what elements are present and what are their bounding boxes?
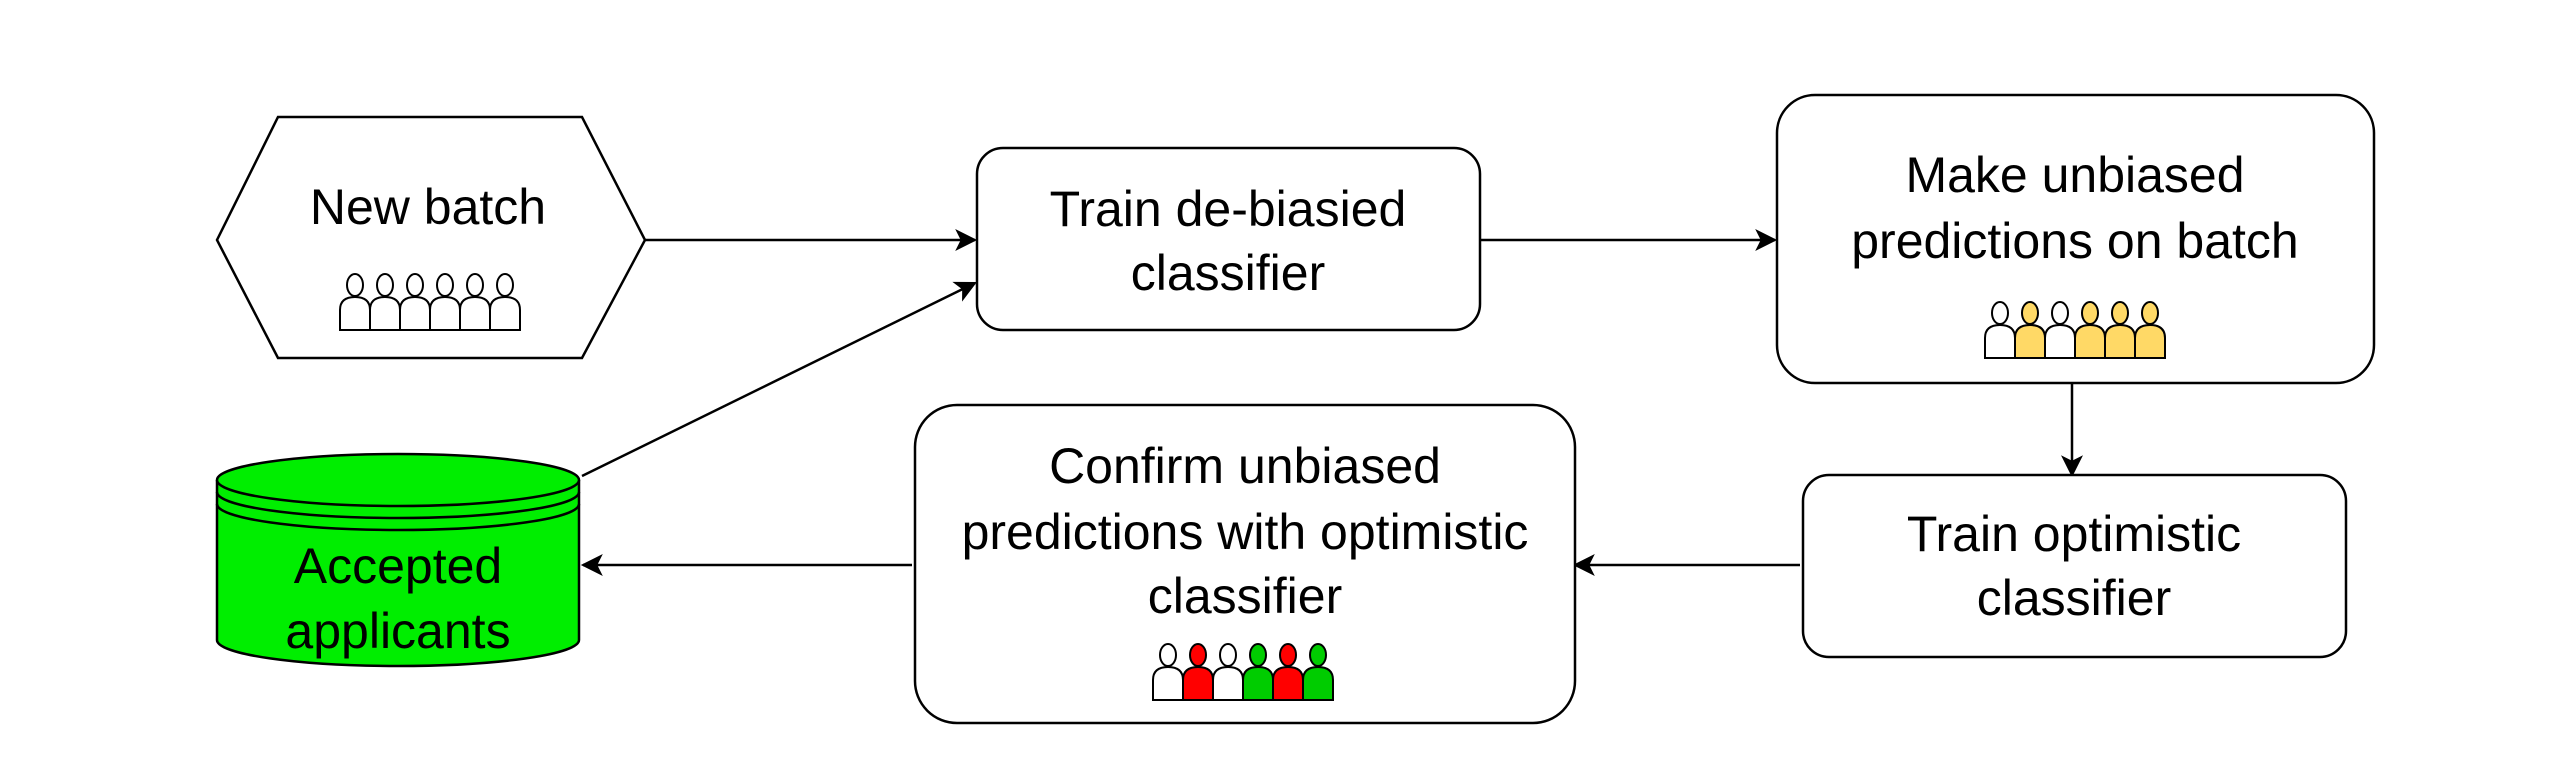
new-batch-people-icon	[339, 273, 521, 331]
node-new-batch: New batch	[215, 115, 647, 360]
train-optimistic-label-line1: Train optimistic	[1907, 506, 2241, 562]
accepted-applicants-ring-1	[215, 491, 581, 520]
confirm-predictions-label-line2: predictions with optimistic	[962, 504, 1529, 560]
person-icon	[1212, 643, 1244, 701]
person-icon	[459, 273, 491, 331]
person-icon	[1302, 643, 1334, 701]
person-icon	[2074, 301, 2106, 359]
confirm-predictions-label-line1: Confirm unbiased	[1049, 438, 1441, 494]
confirm-predictions-people-icon	[1152, 643, 1334, 701]
make-predictions-people-icon	[1984, 301, 2166, 359]
person-icon	[1152, 643, 1184, 701]
make-predictions-label-line1: Make unbiased	[1905, 147, 2244, 203]
person-icon	[2104, 301, 2136, 359]
new-batch-label: New batch	[310, 179, 546, 235]
train-debiased-label-line1: Train de-biasied	[1050, 181, 1407, 237]
train-debiased-box	[975, 146, 1482, 332]
make-predictions-box	[1775, 93, 2376, 385]
person-icon	[429, 273, 461, 331]
person-icon	[489, 273, 521, 331]
accepted-applicants-ring-2	[215, 503, 581, 532]
person-icon	[1984, 301, 2016, 359]
node-accepted-applicants: Accepted applicants	[215, 452, 581, 668]
person-icon	[369, 273, 401, 331]
node-make-unbiased-predictions: Make unbiased predictions on batch	[1775, 93, 2376, 385]
person-icon	[2134, 301, 2166, 359]
edge-accepted-to-train-debiased	[581, 281, 977, 478]
node-train-debiased-classifier: Train de-biasied classifier	[975, 146, 1482, 332]
node-confirm-unbiased-predictions: Confirm unbiased predictions with optimi…	[913, 403, 1577, 725]
accepted-applicants-label-line1: Accepted	[294, 538, 502, 594]
confirm-predictions-label-line3: classifier	[1148, 568, 1342, 624]
make-predictions-label-line2: predictions on batch	[1851, 213, 2299, 269]
accepted-applicants-cylinder-top	[215, 452, 581, 508]
train-optimistic-label-line2: classifier	[1977, 570, 2171, 626]
person-icon	[1272, 643, 1304, 701]
new-batch-hexagon	[215, 115, 647, 360]
node-train-optimistic-classifier: Train optimistic classifier	[1801, 473, 2348, 659]
train-debiased-label-line2: classifier	[1131, 245, 1325, 301]
accepted-applicants-label-line2: applicants	[285, 603, 510, 659]
confirm-predictions-box	[913, 403, 1577, 725]
train-optimistic-box	[1801, 473, 2348, 659]
person-icon	[399, 273, 431, 331]
